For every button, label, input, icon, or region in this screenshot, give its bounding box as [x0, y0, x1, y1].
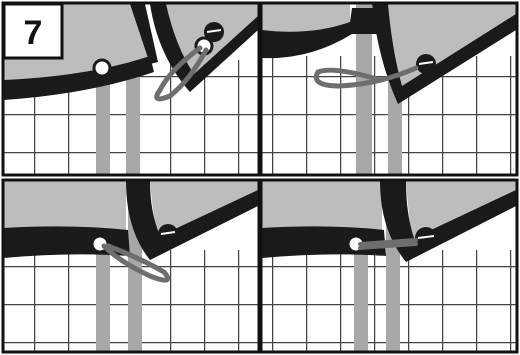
grommet: [94, 60, 110, 76]
panel-2: [262, 4, 516, 180]
panel-4: [262, 181, 516, 354]
panel-1: 7: [4, 4, 258, 180]
step-number: 7: [24, 14, 43, 52]
tarp-left: [262, 181, 382, 232]
panel-3: [4, 181, 258, 354]
fence-post: [96, 250, 110, 354]
tarp-left: [4, 181, 126, 232]
fence-post: [354, 250, 368, 354]
